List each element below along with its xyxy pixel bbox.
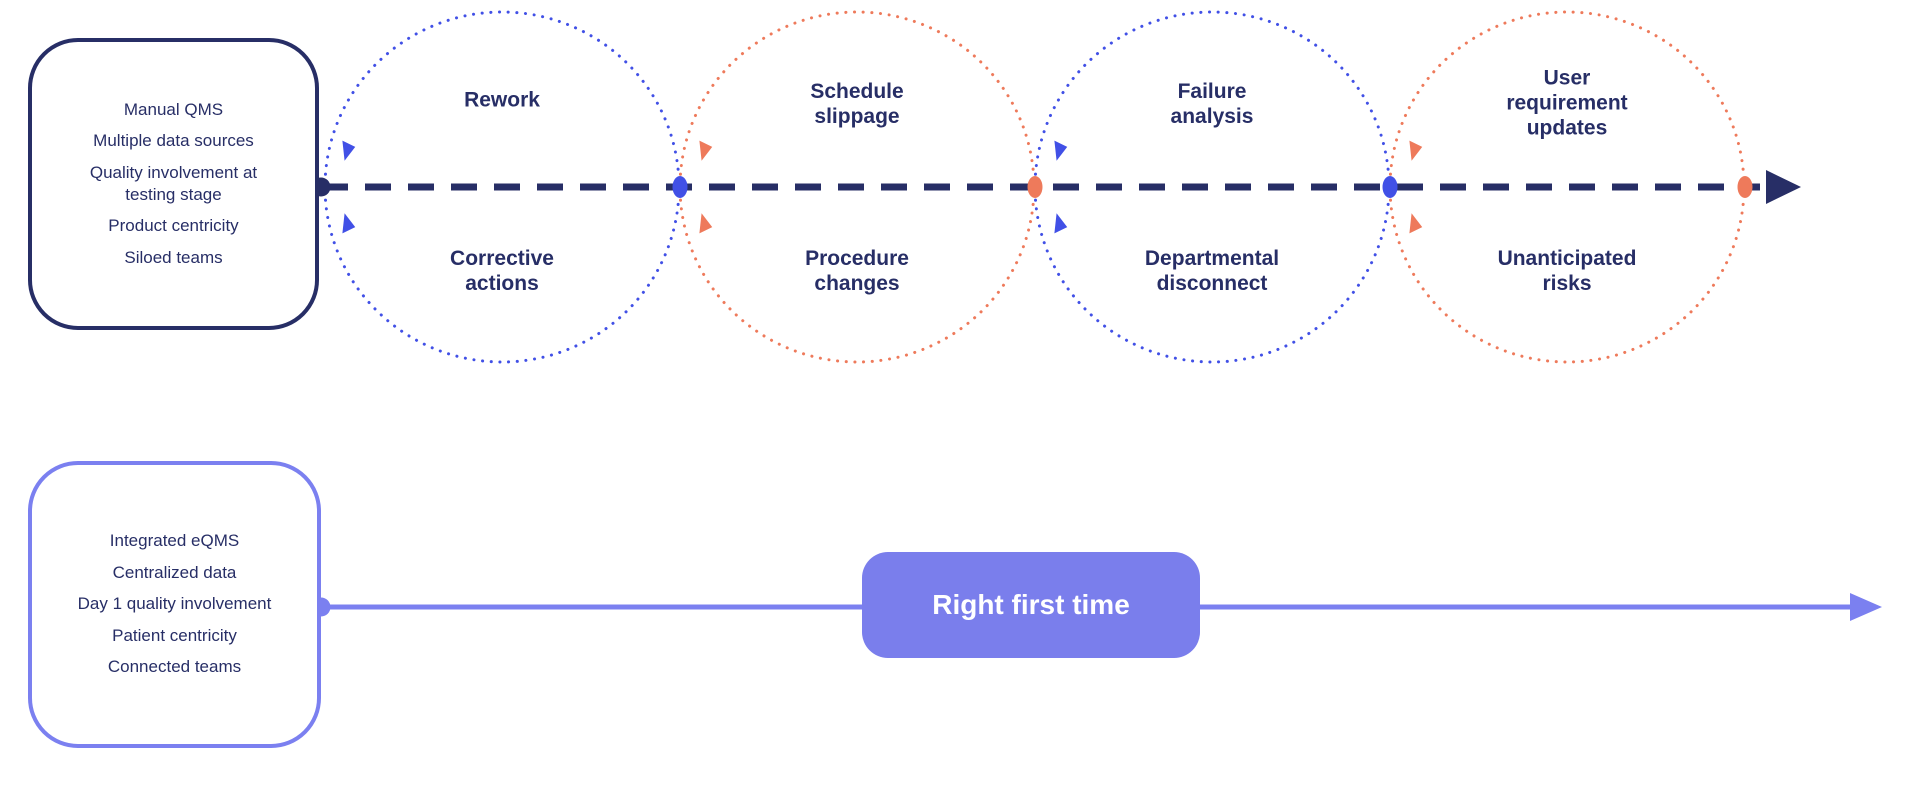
junction-dot-4 [1737,176,1753,198]
loop-arrows-schedule-slippage [699,140,713,234]
legacy-state-box: Manual QMS Multiple data sources Quality… [28,38,319,330]
loop-bottom-label-corrective-actions: Corrective actions [450,247,554,295]
pain-item: Manual QMS [123,99,224,119]
junction-dot-1 [672,176,688,198]
loop-bottom-label-departmental-disconnect: Departmental disconnect [1144,247,1280,295]
junction-dot-2 [1027,176,1043,198]
loop-top-label-failure-analysis: Failure analysis [1170,80,1254,128]
pain-item: Siloed teams [124,247,223,267]
benefit-item: Day 1 quality involvement [77,594,272,614]
pain-item: Multiple data sources [93,131,254,151]
loop-bottom-label-unanticipated-risks: Unanticipated risks [1497,247,1637,295]
top-timeline-arrowhead-icon [1766,170,1801,204]
right-first-time-pill: Right first time [862,552,1200,658]
benefit-item: Connected teams [107,657,242,677]
loop-bottom-label-procedure-changes: Procedure changes [805,247,909,295]
loop-top-label-rework: Rework [464,88,540,112]
junction-dot-3 [1382,176,1398,198]
bottom-timeline-arrowhead-icon [1850,593,1882,621]
loop-top-label-schedule-slippage: Schedule slippage [810,80,904,128]
loop-arrows-user-requirement [1409,140,1423,234]
benefit-item: Centralized data [112,562,237,582]
loop-top-label-user-requirement-updates: User requirement updates [1506,66,1628,140]
pain-item: Product centricity [108,216,239,236]
loop-arrows-rework [342,140,356,234]
benefit-item: Integrated eQMS [109,531,240,551]
benefit-item: Patient centricity [112,625,237,645]
loop-arrows-failure-analysis [1054,140,1068,234]
pain-item: Quality involvement at testing stage [89,162,258,204]
modern-state-box: Integrated eQMS Centralized data Day 1 q… [28,461,321,748]
